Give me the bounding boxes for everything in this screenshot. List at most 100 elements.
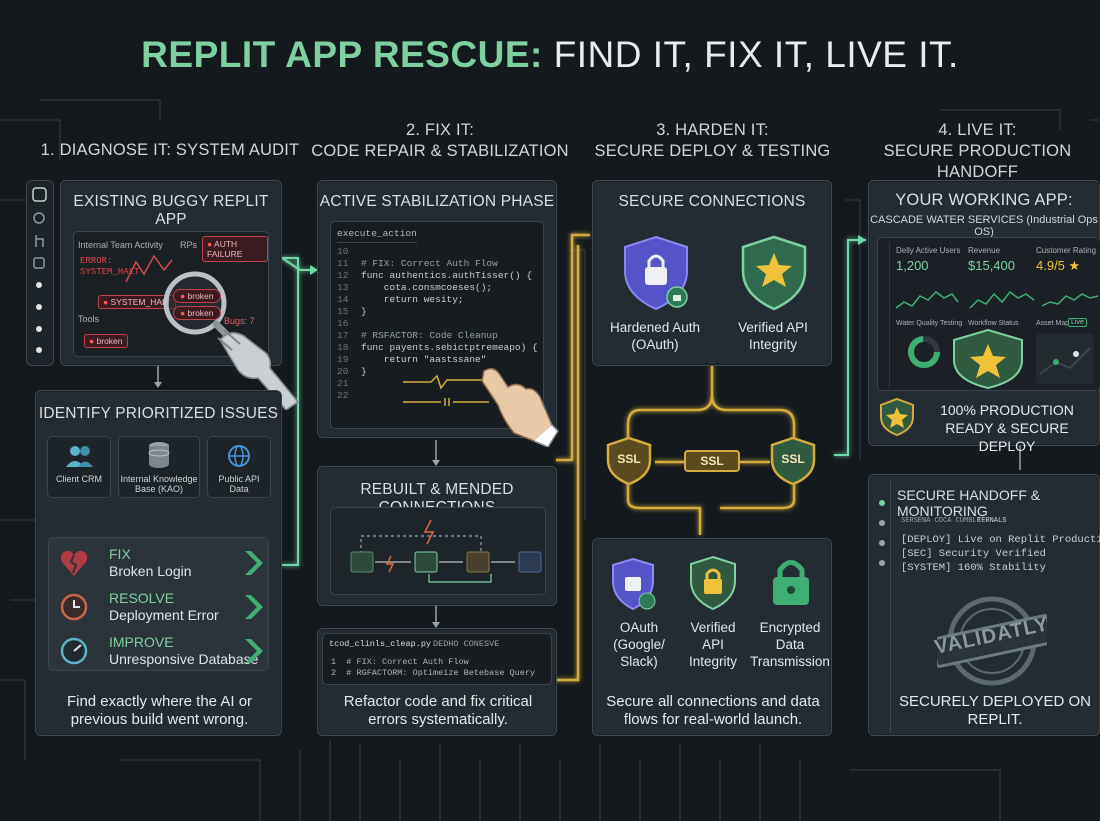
globe-icon [228,445,250,467]
branch-icon[interactable] [35,235,44,247]
metric-label-rating: Customer Rating [1036,246,1097,255]
lightbulb-icon[interactable] [36,282,42,288]
database-icon [148,442,170,468]
chevron-right-icon [245,639,263,663]
snippet-tab-2[interactable]: DEDHO CONESVE [433,639,500,649]
secure-connections-title: SECURE CONNECTIONS [618,193,806,210]
metric-label-revenue: Revenue [968,246,1001,255]
working-app-title: YOUR WORKING APP: [895,191,1073,209]
line-number: 11 [337,258,349,269]
alert-icon: ● [89,336,95,346]
column-title-live: 4. LIVE IT: SECURE PRODUCTION HANDOFF [883,121,1072,181]
working-app-subtitle: CASCADE WATER SERVICES (Industrial Ops O… [870,214,1098,238]
ssl-shield-icon [606,436,652,486]
handoff-panel: SECURE HANDOFF & MONITORING SERSENA COCA… [868,474,1100,736]
column-title-diagnose: 1. DIAGNOSE IT: SYSTEM AUDIT [40,141,300,159]
active-stabilization-title: ACTIVE STABILIZATION PHASE [319,193,555,210]
term-tab-1[interactable]: SERSENA COCA CUMBLE [901,517,981,525]
tools-label: Tools [78,314,100,324]
action-improve[interactable]: IMPROVE Unresponsive Database [53,632,265,670]
lightbulb-icon[interactable] [36,347,42,353]
search-icon[interactable] [33,212,45,224]
line-number: 10 [337,246,349,257]
term-tab-2[interactable]: TERNALS [977,517,1007,525]
term-line-3: [SYSTEM] 160% Stability [901,562,1046,574]
lock-shield-icon [690,555,736,611]
buggy-app-title: EXISTING BUGGY REPLIT APP [73,193,269,228]
diagnose-caption: Find exactly where the AI or previous bu… [66,693,253,728]
active-stabilization-panel: ACTIVE STABILIZATION PHASE execute_actio… [317,180,559,447]
live-caption: SECURELY DEPLOYED ON REPLIT. [898,693,1091,728]
lightbulb-icon[interactable] [36,326,42,332]
metric-value-users: 1,200 [896,258,929,273]
system-halt-badge: ● SYSTEM_HALT [98,295,177,309]
line-number: 14 [337,294,349,305]
line-number: 16 [337,318,349,329]
alert-icon: ● [207,239,213,249]
terminal-sidebar [873,479,891,733]
mended-flow-graphic [350,519,542,583]
ssl-badge-center [684,450,740,472]
circuit-fix-graphic [403,374,489,406]
issue-actions-list: FIX Broken Login RESOLVE Deployment Erro… [48,537,269,671]
donut-chart [908,336,940,368]
fix-caption: Refactor code and fix critical errors sy… [343,693,533,728]
action-resolve[interactable]: RESOLVE Deployment Error [53,588,265,626]
term-line-1: [DEPLOY] Live on Replit Production [901,534,1100,546]
code-line: } [361,366,367,377]
column-title-harden: 3. HARDEN IT: SECURE DEPLOY & TESTING [594,121,831,160]
star-shield-icon [741,235,807,311]
package-icon[interactable] [33,257,45,269]
line-number: 20 [337,366,349,377]
line-number: 15 [337,306,349,317]
code-line: return wesity; [361,294,464,305]
issue-card-crm[interactable]: Client CRM [47,436,111,498]
metric-label-users: Delly Active Users [896,246,961,255]
action-fix[interactable]: FIX Broken Login [53,544,265,582]
snippet-tab-1[interactable]: tcod_clinls_cleap.py [329,639,432,649]
code-line: cota.consmcoeses(); [361,282,493,293]
editor-sidebar [26,180,54,366]
code-line: } [361,306,367,317]
handoff-title: SECURE HANDOFF & MONITORING [897,487,1041,519]
ssl-shield-icon [770,436,816,486]
clock-icon [60,593,88,621]
secure-flows-panel: OAuth (Google/ Slack) Verified API Integ… [592,538,832,736]
files-icon[interactable] [32,187,47,202]
users-icon [66,446,93,467]
lightbulb-icon[interactable] [36,304,42,310]
activity-label: Internal Team Activity [78,240,163,250]
working-app-panel: YOUR WORKING APP: CASCADE WATER SERVICES… [868,180,1100,454]
issues-panel: IDENTIFY PRIORITIZED ISSUES Client CRM I… [35,390,282,736]
verified-integrity-label: Verified API Integrity [688,620,738,669]
code-line [361,318,538,330]
issue-card-kb[interactable]: Internal Knowledge Base (KAO) [118,436,200,498]
widget-label-assetmap: Asset Map [1036,320,1070,327]
line-number: 19 [337,354,349,365]
broken-heart-icon [60,550,88,576]
refactor-snippet: tcod_clinls_cleap.py DEDHO CONESVE 1 # F… [322,633,552,685]
broken-badge-lens: ● broken [173,289,221,303]
map-pins [1039,347,1091,375]
issues-title: IDENTIFY PRIORITIZED ISSUES [38,405,279,422]
refactor-panel: tcod_clinls_cleap.py DEDHO CONESVE 1 # F… [317,628,557,736]
broken-badge-lens-2: ● broken [173,306,221,320]
chevron-right-icon [245,551,263,575]
chevron-right-icon [245,595,263,619]
star-shield-icon [880,397,914,437]
issue-card-api[interactable]: Public API Data [207,436,271,498]
code-tab[interactable]: execute_action [337,228,417,243]
line-number: 17 [337,330,349,341]
line-number: 12 [337,270,349,281]
snippet-line-1: 1 # FIX: Correct Auth Flow [331,657,469,667]
connections-diagram [330,507,546,595]
code-line: return "aastssane" [361,354,487,365]
metric-value-revenue: $15,400 [968,258,1015,273]
terminal-sidebar-icons [879,500,885,566]
snippet-line-2: 2 # RGFACTORM: Optimeize Betebase Query [331,668,536,678]
broken-badge: ● broken [84,334,128,348]
metric-value-rating: 4.9/5 ★ [1036,258,1081,273]
ssl-label-3: SSL [781,452,805,466]
